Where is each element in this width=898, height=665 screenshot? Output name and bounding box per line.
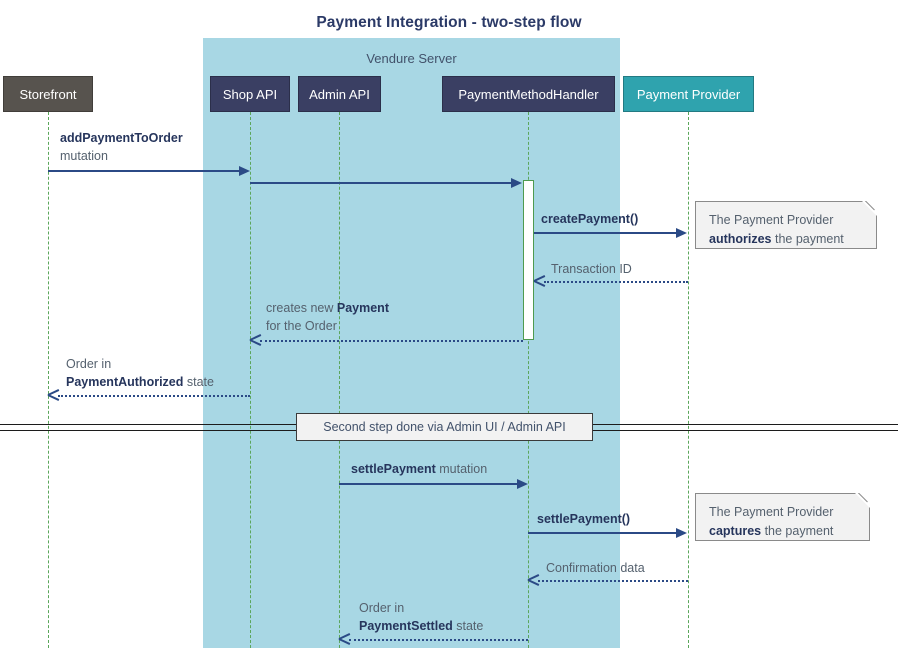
message-arrowhead-shop-api-to-handler <box>511 178 522 188</box>
message-line-shop-api-to-handler <box>250 182 512 184</box>
note-fold-edge-icon <box>856 201 877 222</box>
message-arrowhead-creates-new-payment <box>250 334 262 346</box>
message-arrowhead-settle-payment-mutation <box>517 479 528 489</box>
participant-label: PaymentMethodHandler <box>458 86 599 102</box>
settle-payment-mutation-rest: mutation <box>435 462 488 476</box>
order-payment-settled-rest: state <box>452 619 484 633</box>
message-arrowhead-transaction-id <box>534 275 546 287</box>
message-label-creates-new-payment-line1: creates new Payment <box>266 300 389 317</box>
message-label-transaction-id: Transaction ID <box>551 262 632 276</box>
message-label-order-payment-authorized-line2: PaymentAuthorized state <box>66 374 214 391</box>
lifeline-storefront <box>48 112 49 648</box>
participant-label: Payment Provider <box>636 86 741 102</box>
group-label-vendure-server: Vendure Server <box>366 51 457 66</box>
creates-new-payment-prefix: creates new <box>266 301 337 315</box>
message-arrowhead-order-payment-authorized <box>48 389 60 401</box>
note-authorizes: The Payment Provider authorizes the paym… <box>695 201 877 249</box>
note-line-2: authorizes the payment <box>709 230 864 249</box>
diagram-title: Payment Integration - two-step flow <box>316 14 582 31</box>
message-line-create-payment <box>534 232 676 234</box>
message-line-transaction-id <box>544 281 688 283</box>
lifeline-payment-provider <box>688 112 689 648</box>
message-arrowhead-confirmation-data <box>528 574 540 586</box>
participant-label: Shop API <box>222 86 278 102</box>
message-line-order-payment-settled <box>349 639 528 641</box>
participant-label: Storefront <box>19 86 77 102</box>
note-line-2-rest: the payment <box>761 524 834 538</box>
message-label-create-payment: createPayment() <box>541 212 639 226</box>
message-label-settle-payment-mutation: settlePayment mutation <box>351 461 487 478</box>
participant-label: Admin API <box>309 86 370 102</box>
note-line-1: The Payment Provider <box>709 213 834 227</box>
message-arrowhead-settle-payment-call <box>676 528 687 538</box>
message-line-confirmation-data <box>538 580 688 582</box>
message-label-order-payment-settled-line2: PaymentSettled state <box>359 618 483 635</box>
message-label-confirmation-data: Confirmation data <box>546 561 645 575</box>
note-line-2-emphasis: captures <box>709 524 762 538</box>
note-line-2: captures the payment <box>709 522 857 541</box>
message-label-add-payment-to-order-line2: mutation <box>60 149 108 163</box>
activation-bar-payment-method-handler <box>523 180 534 340</box>
order-payment-settled-emphasis: PaymentSettled <box>359 619 453 633</box>
group-box-vendure-server <box>203 38 620 648</box>
order-payment-authorized-emphasis: PaymentAuthorized <box>66 375 184 389</box>
participant-payment-provider[interactable]: Payment Provider <box>623 76 754 112</box>
participant-storefront[interactable]: Storefront <box>3 76 93 112</box>
message-line-add-payment-to-order <box>48 170 240 172</box>
note-fold-edge-icon <box>849 493 870 514</box>
note-line-2-emphasis: authorizes <box>709 232 772 246</box>
note-line-2-rest: the payment <box>771 232 844 246</box>
divider-label: Second step done via Admin UI / Admin AP… <box>296 413 593 441</box>
creates-new-payment-emphasis: Payment <box>336 301 389 315</box>
message-label-settle-payment-call: settlePayment() <box>537 512 631 526</box>
message-line-creates-new-payment <box>260 340 523 342</box>
participant-payment-method-handler[interactable]: PaymentMethodHandler <box>442 76 615 112</box>
participant-admin-api[interactable]: Admin API <box>298 76 381 112</box>
message-line-settle-payment-mutation <box>339 483 517 485</box>
message-line-settle-payment-call <box>528 532 676 534</box>
message-arrowhead-order-payment-settled <box>339 633 351 645</box>
note-captures: The Payment Provider captures the paymen… <box>695 493 870 541</box>
message-label-add-payment-to-order-line1: addPaymentToOrder <box>60 131 183 145</box>
message-arrowhead-create-payment <box>676 228 687 238</box>
message-arrowhead-add-payment-to-order <box>239 166 250 176</box>
message-line-order-payment-authorized <box>58 395 250 397</box>
participant-shop-api[interactable]: Shop API <box>210 76 290 112</box>
settle-payment-mutation-emphasis: settlePayment <box>351 462 436 476</box>
lifeline-shop-api <box>250 112 251 648</box>
lifeline-payment-method-handler <box>528 112 529 648</box>
message-label-creates-new-payment-line2: for the Order <box>266 319 337 333</box>
message-label-order-payment-settled-line1: Order in <box>359 601 405 615</box>
note-line-1: The Payment Provider <box>709 505 834 519</box>
lifeline-admin-api <box>339 112 340 648</box>
order-payment-authorized-rest: state <box>183 375 214 389</box>
message-label-order-payment-authorized-line1: Order in <box>66 357 112 371</box>
